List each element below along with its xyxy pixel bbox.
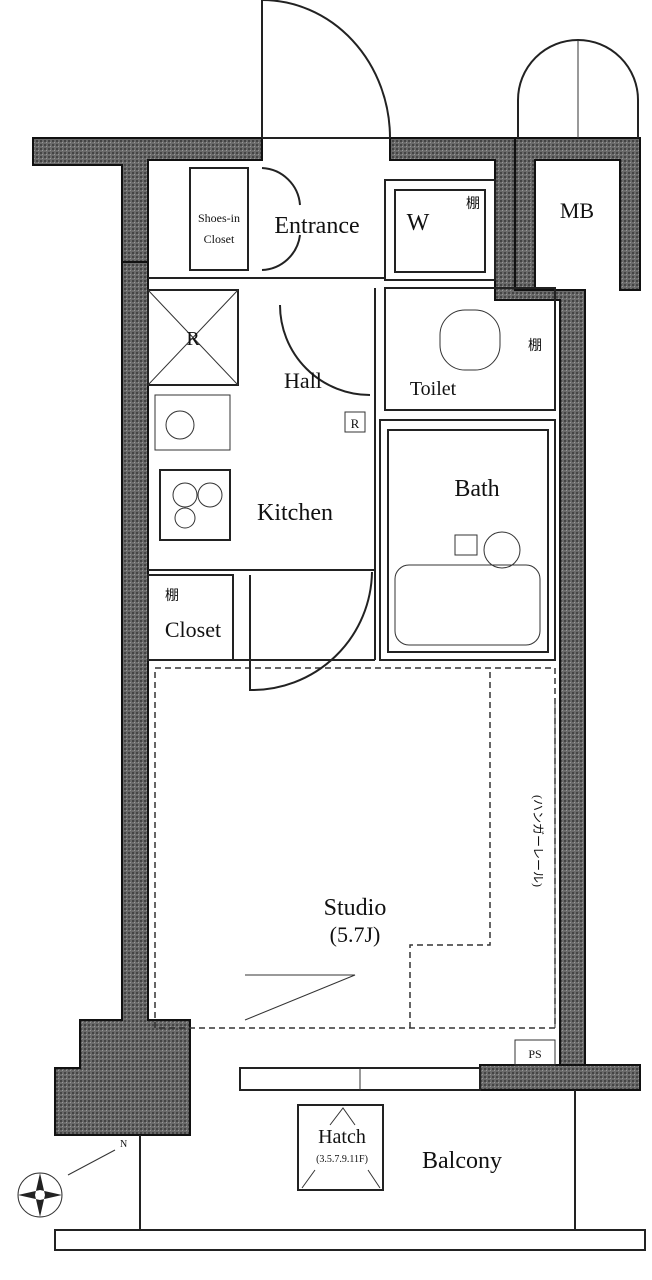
pipe-space-label: PS bbox=[528, 1047, 541, 1061]
shoes-closet-label-1: Shoes-in bbox=[198, 211, 240, 225]
shelf-label-toilet: 棚 bbox=[528, 338, 542, 354]
hatch-label: Hatch bbox=[318, 1126, 366, 1148]
shelf-label-closet: 棚 bbox=[165, 588, 179, 604]
refrigerator-label: R bbox=[186, 328, 200, 350]
washer-label: W bbox=[407, 210, 430, 236]
compass-icon: N bbox=[17, 1139, 127, 1218]
kitchen-label: Kitchen bbox=[257, 500, 333, 526]
studio-size-label: (5.7J) bbox=[330, 922, 381, 947]
meter-box-label: MB bbox=[560, 198, 594, 223]
refrigerator-label-2: R bbox=[351, 416, 360, 431]
entrance-label: Entrance bbox=[274, 213, 359, 239]
partitions bbox=[147, 167, 556, 1091]
balcony-label: Balcony bbox=[422, 1148, 502, 1174]
bath-label: Bath bbox=[454, 476, 499, 502]
hatch[interactable] bbox=[297, 1104, 384, 1191]
studio-label: Studio bbox=[324, 895, 387, 921]
mb-door[interactable] bbox=[517, 39, 639, 138]
hall-label: Hall bbox=[284, 368, 322, 393]
shelf-label-laundry: 棚 bbox=[466, 196, 480, 212]
balcony-area bbox=[54, 1090, 646, 1251]
entrance-door[interactable] bbox=[261, 0, 391, 139]
hatch-floors-label: (3.5.7.9.11F) bbox=[316, 1154, 368, 1165]
toilet-label: Toilet bbox=[410, 378, 457, 400]
shoes-closet-label-2: Closet bbox=[204, 232, 235, 246]
closet-label: Closet bbox=[165, 617, 221, 642]
compass-north-label: N bbox=[120, 1139, 127, 1150]
walls bbox=[32, 137, 641, 1136]
hanger-rail-label: (ハンガーレール) bbox=[531, 795, 545, 887]
